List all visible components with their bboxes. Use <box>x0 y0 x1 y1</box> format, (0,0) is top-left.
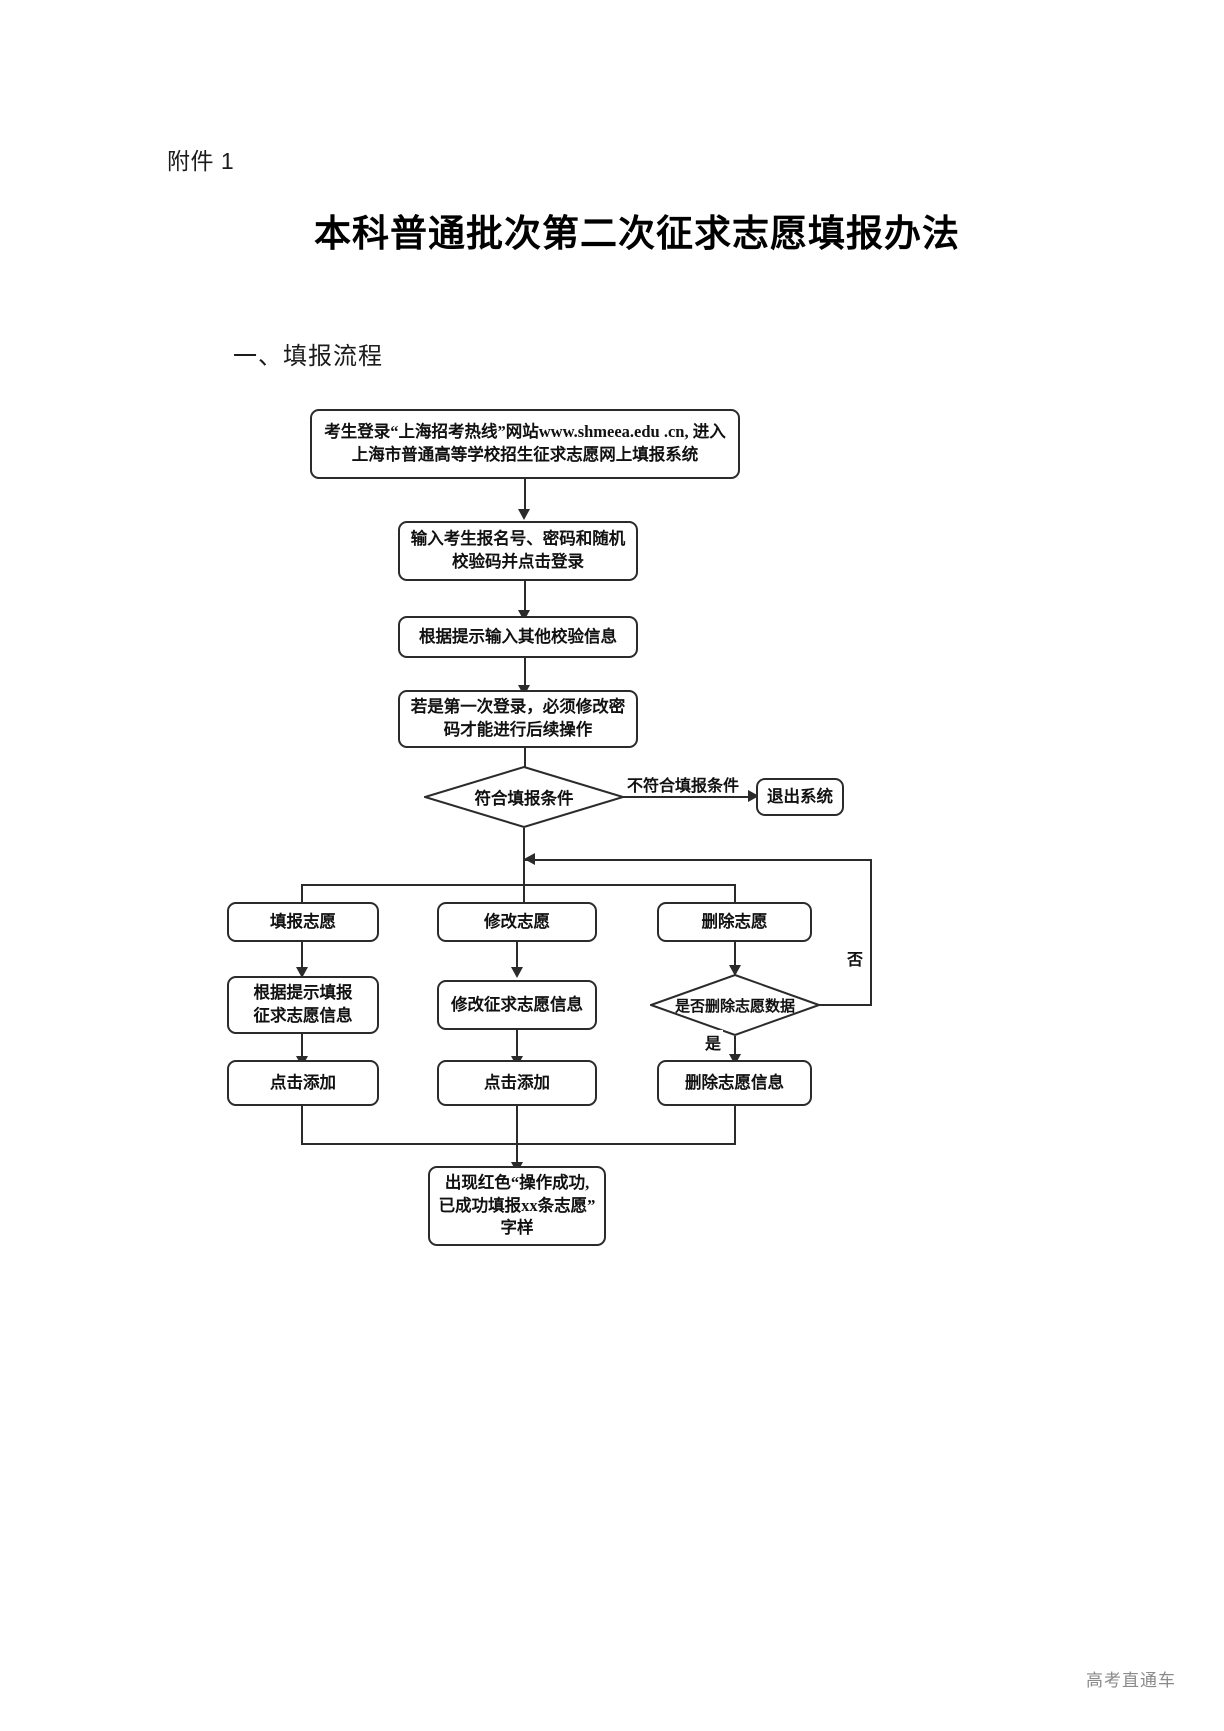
edge-label-no: 否 <box>845 946 866 970</box>
arrowhead-right <box>748 790 759 802</box>
arrowhead-down <box>518 610 530 621</box>
connector-decision-down <box>523 828 525 860</box>
connector-add1-down <box>301 1106 303 1144</box>
connector-credentials-to-verify <box>524 581 526 613</box>
flow-node-exit-system: 退出系统 <box>756 778 844 816</box>
connector-fillinfo-down <box>301 1034 303 1060</box>
connector-branch-right <box>734 884 736 907</box>
connector-modifyinfo-down <box>516 1030 518 1060</box>
flow-node-click-add-1: 点击添加 <box>227 1060 379 1106</box>
flow-node-login-site: 考生登录“上海招考热线”网站www.shmeea.edu .cn, 进入 上海市… <box>310 409 740 479</box>
page-title: 本科普通批次第二次征求志愿填报办法 <box>314 214 960 255</box>
attachment-label: 附件 1 <box>167 148 235 174</box>
flow-node-input-credentials: 输入考生报名号、密码和随机 校验码并点击登录 <box>398 521 638 581</box>
flow-node-success-message: 出现红色“操作成功, 已成功填报xx条志愿” 字样 <box>428 1166 606 1246</box>
flow-node-fill-info: 根据提示填报 征求志愿信息 <box>227 976 379 1034</box>
connector-branch-bus <box>301 884 735 886</box>
flow-node-confirm-delete-label: 是否删除志愿数据 <box>674 998 795 1015</box>
arrowhead-down <box>729 1054 741 1065</box>
arrowhead-down <box>511 967 523 978</box>
arrowhead-down <box>296 967 308 978</box>
connector-add2-down <box>516 1106 518 1144</box>
arrowhead-left <box>524 853 535 865</box>
flow-node-fill-volunteer: 填报志愿 <box>227 902 379 942</box>
flow-node-delete-info: 删除志愿信息 <box>657 1060 812 1106</box>
connector-bottom-bus <box>301 1143 736 1145</box>
connector-no-branch-v <box>870 859 872 1005</box>
flow-node-modify-volunteer: 修改志愿 <box>437 902 597 942</box>
flow-node-change-password: 若是第一次登录，必须修改密 码才能进行后续操作 <box>398 690 638 748</box>
flow-node-delete-volunteer: 删除志愿 <box>657 902 812 942</box>
edge-label-yes: 是 <box>703 1030 724 1054</box>
connector-trunk-down <box>523 859 525 885</box>
connector-branch-left <box>301 884 303 907</box>
connector-no-branch-h <box>818 1004 872 1006</box>
connector-delete-down <box>734 942 736 969</box>
connector-bus-to-success <box>516 1143 518 1167</box>
flow-node-confirm-delete: 是否删除志愿数据 <box>650 974 820 1036</box>
connector-decision-to-exit <box>623 796 751 798</box>
connector-no-loop-horizontal <box>524 859 872 861</box>
diamond-shape-icon <box>650 974 820 1036</box>
connector-password-to-decision <box>524 748 526 778</box>
diamond-shape-icon <box>424 766 624 828</box>
flow-node-input-verify: 根据提示输入其他校验信息 <box>398 616 638 658</box>
connector-login-to-credentials <box>524 479 526 512</box>
watermark-text: 高考直通车 <box>1086 1671 1176 1690</box>
flow-node-check-condition: 符合填报条件 <box>424 766 624 828</box>
flow-node-check-condition-label: 符合填报条件 <box>474 789 574 808</box>
flow-node-modify-info: 修改征求志愿信息 <box>437 980 597 1030</box>
connector-deleteinfo-down <box>734 1106 736 1144</box>
flow-node-click-add-2: 点击添加 <box>437 1060 597 1106</box>
section-heading-process: 一、填报流程 <box>233 343 383 370</box>
connector-modify-down <box>516 942 518 971</box>
connector-fill-down <box>301 942 303 971</box>
connector-verify-to-password <box>524 658 526 688</box>
connector-branch-middle <box>523 884 525 907</box>
connector-yes-down <box>734 1036 736 1060</box>
arrowhead-down <box>518 509 530 520</box>
edge-label-not-qualified: 不符合填报条件 <box>625 772 742 796</box>
arrowhead-down <box>729 965 741 976</box>
